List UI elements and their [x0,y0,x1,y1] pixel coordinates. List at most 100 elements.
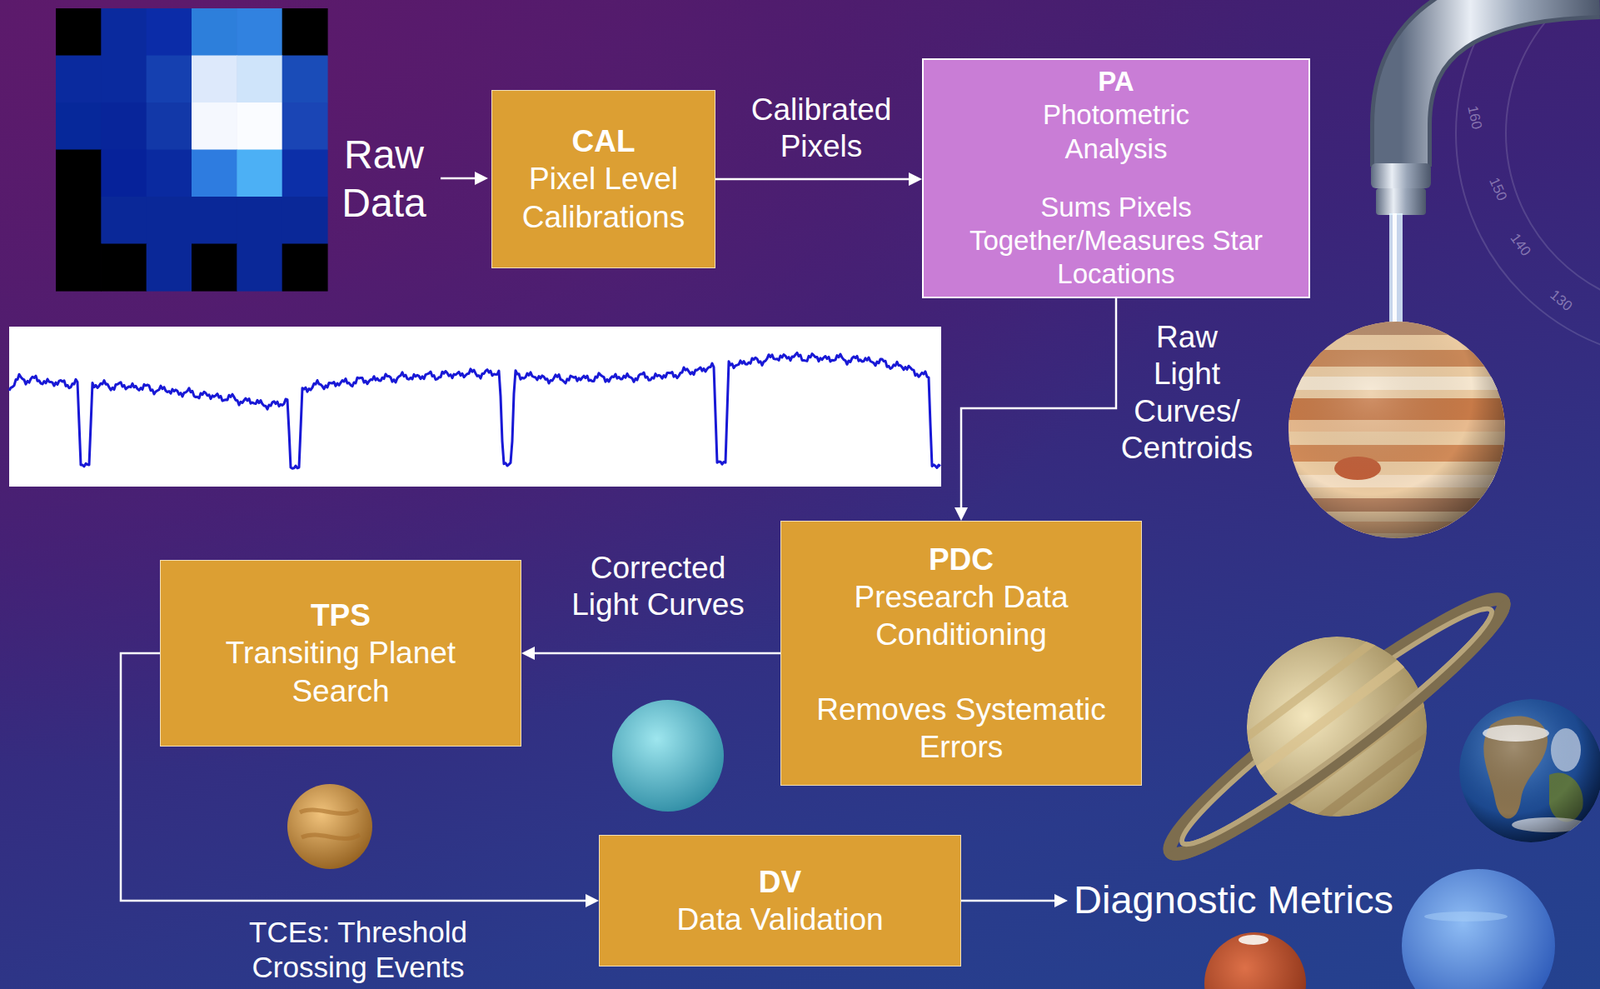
box-text: Transiting Planet Search [190,633,491,709]
jupiter-part-part [1288,321,1506,539]
jupiter-part-part [1282,316,1516,550]
faucet-part [1370,163,1431,189]
input-label: Raw Data [329,130,439,227]
light-curve-plot [9,326,942,487]
neptune-part [1424,911,1508,922]
compass-arcs [1455,0,1600,360]
edge-label: Corrected Light Curves [562,549,754,624]
edge-label: Raw Light Curves/ Centroids [1119,319,1255,468]
arrowhead [585,893,599,908]
venus-part [301,834,360,839]
pixel-cell [146,149,193,198]
pixel-cell [282,196,329,245]
edge-label: TCEs: Threshold Crossing Events [233,914,484,985]
pixel-image [55,8,329,292]
process-box: TPSTransiting Planet Search [159,559,522,747]
pixel-cell [146,8,193,56]
pixel-cell [236,8,283,56]
pixel-cell [236,55,283,104]
earth-part [1459,698,1600,843]
saturn-part-part [1168,591,1506,862]
compass-arcs-part [1505,0,1600,310]
pixel-cell [55,8,102,56]
arrowhead [908,172,923,186]
pixel-cell [100,149,147,198]
box-text: Removes Systematic Errors [794,690,1128,766]
pixel-cell [146,55,193,104]
faucet-part [1375,188,1426,215]
saturn-part [1168,591,1506,862]
pixel-cell [146,244,193,292]
earth-part-part [1459,698,1600,843]
earth-part-part [1459,698,1600,843]
pixel-cell [191,149,238,198]
pixel-cell [282,149,329,198]
pixel-cell [55,244,102,292]
box-heading: PA [1097,64,1134,99]
flow-connector [954,298,1117,522]
box-heading: DV [758,862,802,901]
box-heading: PDC [928,540,994,579]
metrics-arrow [961,893,1068,908]
pixel-cell [55,196,102,245]
flow-connector [521,646,781,660]
mars-part [1204,932,1306,989]
pixel-cell [236,102,283,150]
faucet [1370,0,1600,325]
metrics-arrow-part [1054,893,1068,908]
venus-part [299,809,359,814]
box-text: Data Validation [676,900,883,938]
light-curve-line [9,352,941,469]
process-box: DVData Validation [598,834,962,967]
connector-line [961,298,1117,509]
compass-number: 150 [1482,169,1514,210]
mars [1204,932,1306,989]
process-box: CALPixel Level Calibrations [491,89,716,269]
pixel-cell [191,102,238,150]
metrics-arrow-part [961,899,1055,903]
box-text: Sums Pixels Together/Measures Star Locat… [961,190,1271,292]
neptune [1401,868,1556,989]
pixel-cell [55,55,102,104]
pixel-cell [236,196,283,245]
box-text: Presearch Data Conditioning [794,578,1128,653]
pixel-cell [100,8,147,56]
faucet-part [1400,0,1600,167]
faucet-part [1392,213,1397,325]
process-box: PDCPresearch Data ConditioningRemoves Sy… [780,520,1142,786]
saturn-part [1153,578,1521,874]
pixel-cell [236,149,283,198]
pixel-cell [282,102,329,150]
pixel-cell [191,196,238,245]
pixel-cell [100,55,147,104]
pixel-cell [100,244,147,292]
pixel-cell [282,55,329,104]
box-text: Photometric Analysis [1032,98,1200,166]
flow-connector [715,172,923,186]
uranus-part [612,699,724,812]
saturn-part [1153,578,1521,874]
venus-part [287,783,373,869]
pixel-cell [100,102,147,150]
pixel-cell [191,8,238,56]
neptune-part [1401,868,1556,989]
compass-number: 140 [1502,224,1538,265]
box-text: Pixel Level Calibrations [505,159,702,235]
uranus [612,699,724,812]
box-heading: TPS [310,596,371,634]
arrowhead [521,646,535,660]
faucet-part [1400,0,1600,167]
pixel-cell [282,244,329,292]
pixel-cell [146,102,193,150]
jupiter-part [1282,316,1516,550]
edge-label: Calibrated Pixels [729,91,913,166]
box-heading: CAL [571,122,635,160]
connector-line [534,652,781,655]
earth [1459,698,1600,843]
mars-part [1238,934,1269,945]
jupiter [1282,316,1516,550]
compass-arcs-part [1455,0,1600,360]
raw-data-arrow [440,171,489,185]
compass-number: 130 [1541,282,1581,320]
